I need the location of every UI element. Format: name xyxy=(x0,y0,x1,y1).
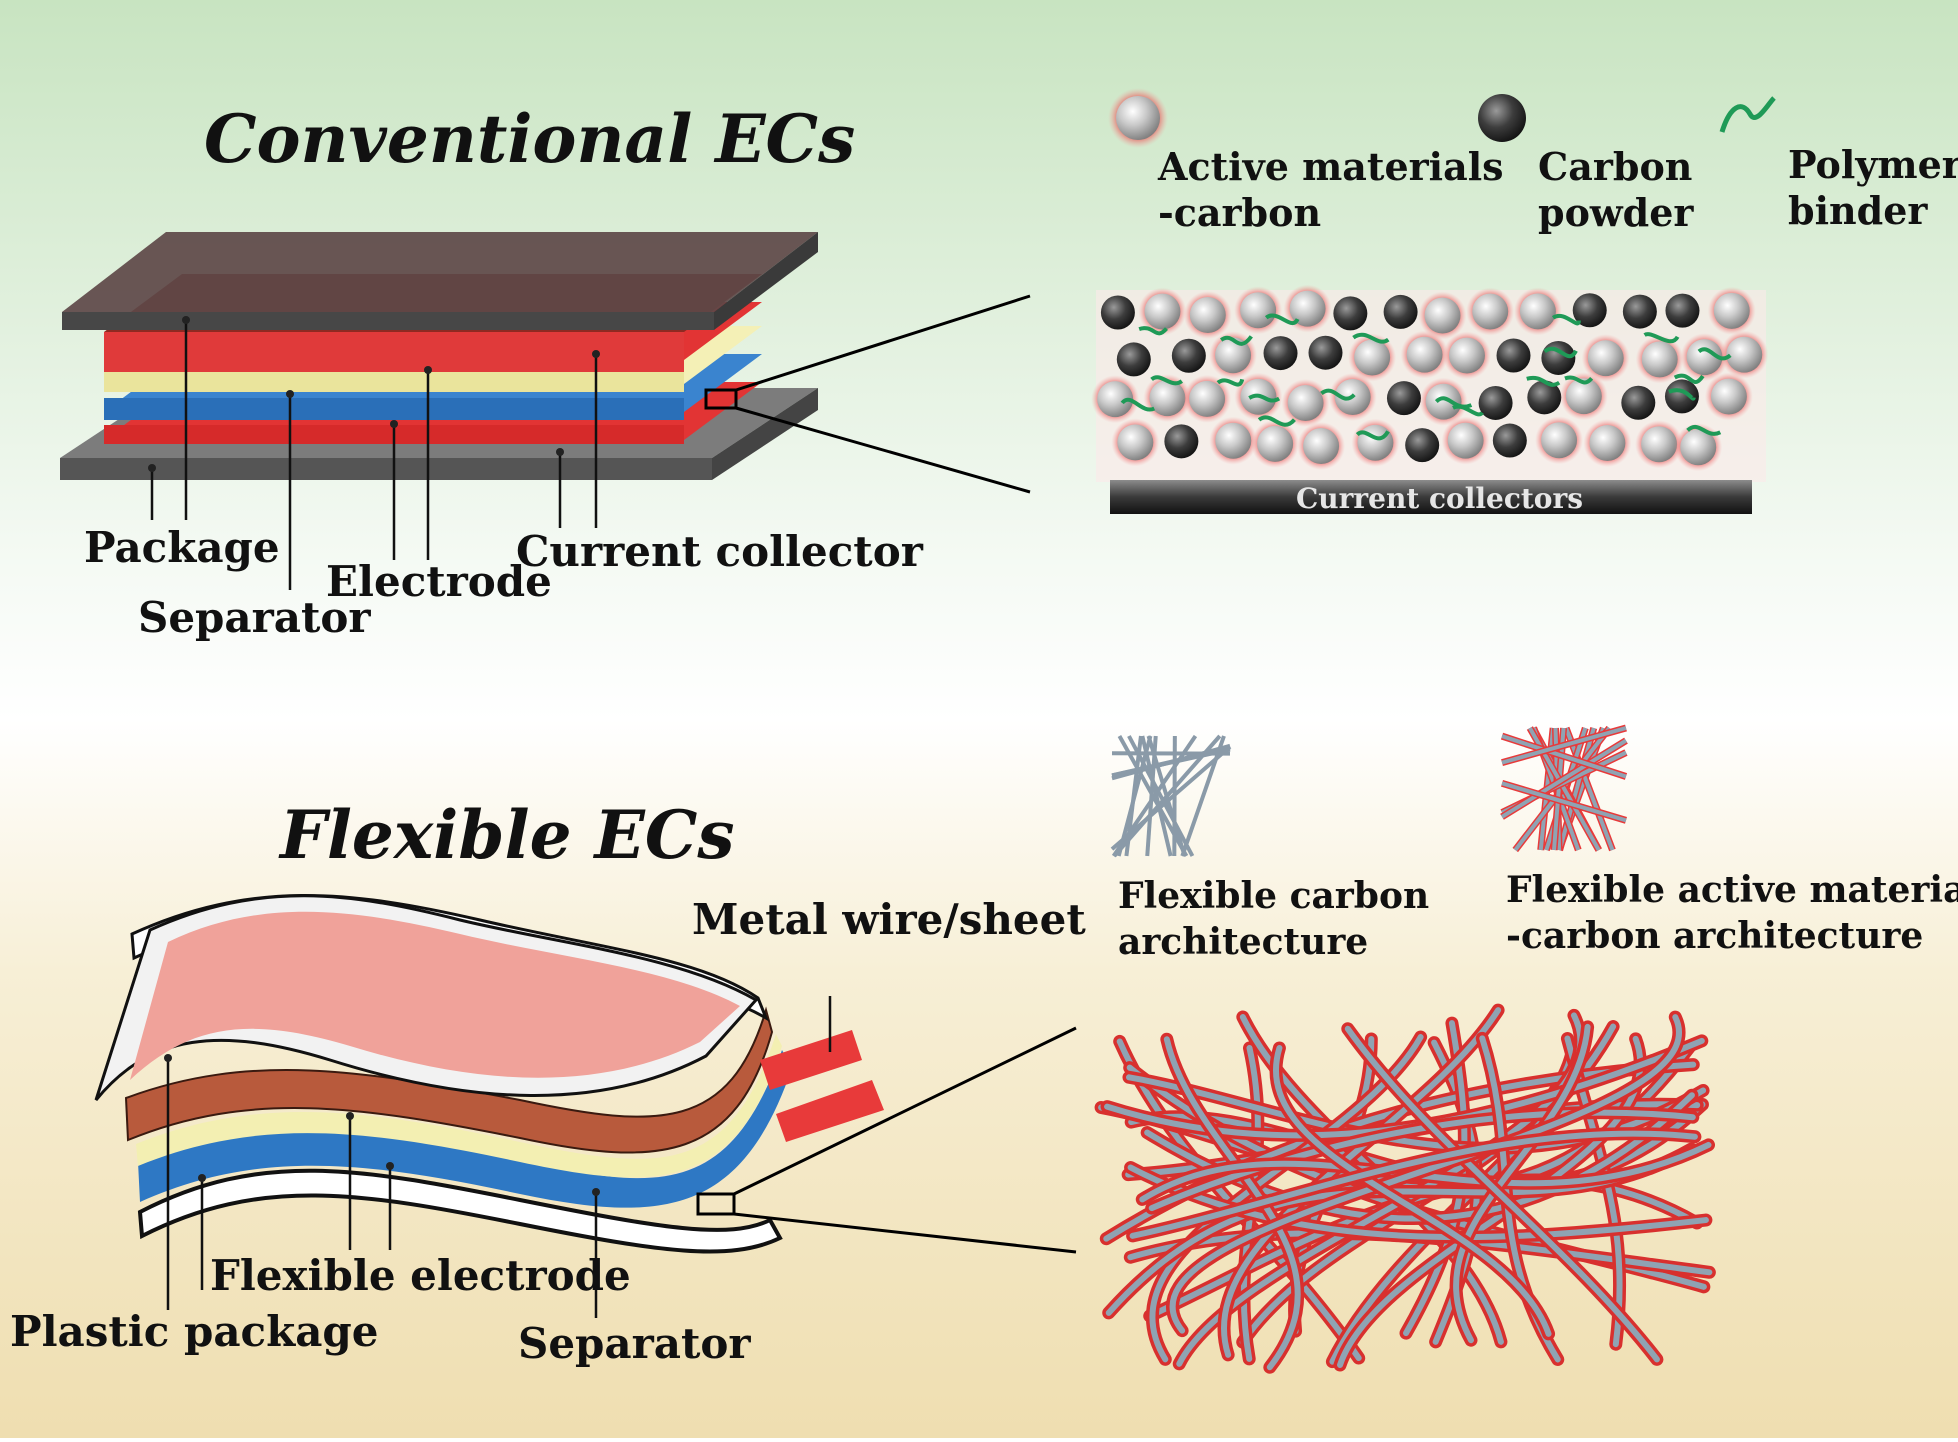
carbon-particle xyxy=(1384,295,1418,329)
carbon-particle xyxy=(1117,342,1151,376)
active-particle xyxy=(1189,381,1225,417)
legend-active-arch-line1: Flexible active materials xyxy=(1506,869,1958,911)
active-particle xyxy=(1117,424,1153,460)
legend-carbon-arch-line1: Flexible carbon xyxy=(1118,875,1429,917)
carbon-particle xyxy=(1405,428,1439,462)
active-particle xyxy=(1472,294,1508,330)
legend-carbon-line2: powder xyxy=(1538,190,1694,235)
carbon-powder-icon xyxy=(1478,94,1526,142)
active-particle xyxy=(1288,385,1324,421)
active-particle xyxy=(1357,425,1393,461)
legend-active-line1: Active materials xyxy=(1157,144,1504,189)
active-particle xyxy=(1407,337,1443,373)
label-package: Package xyxy=(84,523,280,572)
carbon-particle xyxy=(1621,386,1655,420)
active-particle xyxy=(1714,293,1750,329)
carbon-particle xyxy=(1172,339,1206,373)
carbon-particle xyxy=(1665,294,1699,328)
legend-active-line2: -carbon xyxy=(1158,190,1321,235)
active-particle xyxy=(1144,294,1180,330)
label-metal-wire: Metal wire/sheet xyxy=(692,895,1086,944)
carbon-particle xyxy=(1493,424,1527,458)
active-particle xyxy=(1240,292,1276,328)
active-particle xyxy=(1190,297,1226,333)
active-particle xyxy=(1589,425,1625,461)
active-particle xyxy=(1520,293,1556,329)
label-plastic-package: Plastic package xyxy=(10,1307,379,1356)
current-collector-bar-label: Current collectors xyxy=(1296,482,1583,515)
legend-binder-line2: binder xyxy=(1788,188,1928,233)
active-particle xyxy=(1588,340,1624,376)
legend-carbon-line1: Carbon xyxy=(1538,144,1692,189)
active-particle xyxy=(1449,338,1485,374)
active-particle xyxy=(1426,384,1462,420)
active-particle xyxy=(1354,339,1390,375)
top-package-top xyxy=(62,232,818,312)
title-flexible: Flexible ECs xyxy=(278,796,735,874)
active-particle xyxy=(1303,428,1339,464)
active-particle xyxy=(1726,337,1762,373)
particle-field xyxy=(1091,285,1768,482)
active-particle xyxy=(1641,426,1677,462)
legend-binder-line1: Polymer xyxy=(1788,142,1958,187)
legend-active-arch-line2: -carbon architecture xyxy=(1506,915,1923,957)
label-current-collector: Current collector xyxy=(516,527,924,576)
bottom-package-front xyxy=(60,458,712,480)
carbon-particle xyxy=(1479,386,1513,420)
carbon-particle xyxy=(1387,381,1421,415)
legend-carbon-arch-line2: architecture xyxy=(1118,921,1368,963)
title-conventional: Conventional ECs xyxy=(204,100,855,178)
label-flexible-electrode: Flexible electrode xyxy=(210,1251,631,1300)
active-material-icon xyxy=(1116,96,1160,140)
active-particle xyxy=(1642,341,1678,377)
active-particle xyxy=(1149,380,1185,416)
carbon-particle xyxy=(1264,336,1298,370)
label-flexible-separator: Separator xyxy=(518,1319,751,1368)
carbon-particle xyxy=(1665,379,1699,413)
active-particle xyxy=(1257,426,1293,462)
active-particle xyxy=(1711,379,1747,415)
active-particle xyxy=(1448,423,1484,459)
carbon-particle xyxy=(1164,424,1198,458)
carbon-particle xyxy=(1101,295,1135,329)
active-particle xyxy=(1215,423,1251,459)
carbon-particle xyxy=(1309,336,1343,370)
active-particle xyxy=(1541,422,1577,458)
active-particle xyxy=(1425,298,1461,334)
carbon-particle xyxy=(1623,295,1657,329)
top-package-front xyxy=(62,312,714,330)
carbon-particle xyxy=(1497,339,1531,373)
carbon-particle xyxy=(1333,296,1367,330)
